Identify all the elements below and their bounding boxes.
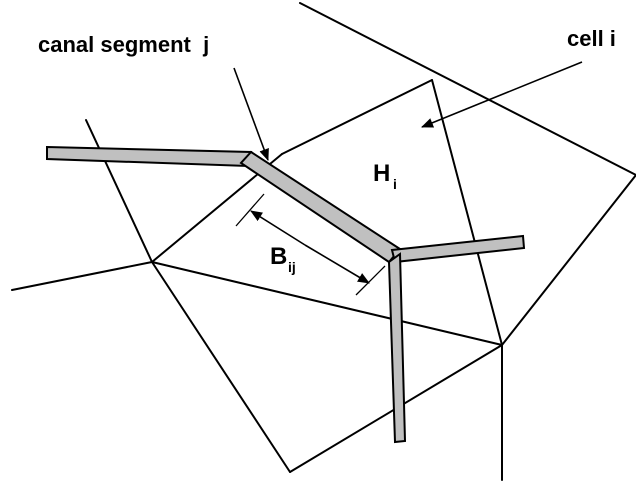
cell-label: cell i [567,26,616,51]
mesh-edges [11,2,636,481]
width-symbol: B [270,243,287,270]
cell-leader-arrow [421,61,583,128]
width-extension-line-start [235,193,265,227]
width-subscript: ij [288,259,296,275]
canal-segment-left [46,145,253,168]
width-dimension-arrow-end [304,244,370,284]
mesh-edge [431,79,503,346]
canal-segment-right [390,234,526,264]
mesh-edge [299,2,636,176]
width-dimension [235,193,386,296]
canal-segments [46,145,526,444]
canal-segment-down [387,252,407,444]
width-dimension-arrow-start [250,210,306,246]
mesh-edge [501,174,636,346]
width-label: B ij [270,243,296,275]
mesh-edge [11,261,153,291]
width-extension-line-end [355,265,386,296]
water-level-label: H i [373,160,397,192]
mesh-edge [85,119,153,263]
water-level-symbol: H [373,160,390,187]
canal-segment-label: canal segment j [38,32,209,57]
mesh-edge [281,79,433,155]
mesh-edge [151,261,503,346]
canal-segment-leader-arrow [233,67,269,161]
mesh-edge [151,261,291,473]
water-level-subscript: i [393,176,397,192]
